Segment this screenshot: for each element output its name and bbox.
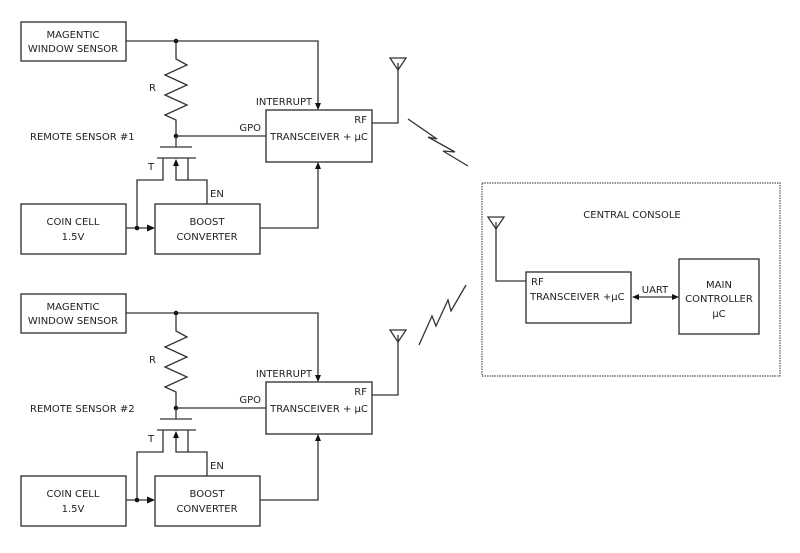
power-wire	[260, 168, 319, 229]
magnetic-sensor-line-1: MAGENTIC	[47, 302, 100, 313]
magnetic-sensor-line-2: WINDOW SENSOR	[28, 44, 118, 55]
uart-arrow-right-icon	[672, 294, 679, 300]
magnetic-sensor-box	[20, 21, 127, 62]
interrupt-label: INTERRUPT	[256, 369, 313, 380]
coin-cell-box	[20, 203, 127, 255]
power-arrow-icon	[315, 434, 321, 441]
interrupt-arrow-icon	[315, 375, 321, 382]
boost-line-1: BOOST	[190, 489, 226, 500]
power-wire	[260, 440, 319, 501]
coin-cell-line-1: COIN CELL	[47, 489, 100, 500]
boost-line-2: CONVERTER	[176, 504, 237, 515]
magnetic-sensor-line-1: MAGENTIC	[47, 30, 100, 41]
console-boundary	[481, 182, 781, 377]
antenna-wire	[372, 63, 399, 124]
enable-label: EN	[210, 461, 224, 472]
transceiver-box	[265, 381, 373, 435]
enable-label: EN	[210, 189, 224, 200]
uart-label: UART	[642, 285, 669, 296]
resistor-label: R	[149, 83, 156, 94]
interrupt-wire	[126, 312, 319, 376]
main-controller-line-1: MAIN	[706, 280, 732, 291]
rf-label: RF	[354, 115, 367, 126]
main-controller-box	[678, 258, 760, 335]
coin-cell-line-2: 1.5V	[62, 232, 85, 243]
supply-arrow-icon	[147, 224, 155, 232]
boost-converter-box	[154, 475, 261, 527]
antenna-wire	[372, 335, 399, 396]
antenna-icon	[388, 57, 408, 72]
boost-converter-box	[154, 203, 261, 255]
main-controller-line-2: CONTROLLER	[685, 294, 753, 305]
console-rf-label: RF	[531, 277, 544, 288]
main-controller-line-3: µC	[712, 309, 725, 320]
wireless-link-1-icon	[407, 118, 469, 167]
transistor-label: T	[147, 434, 155, 445]
transistor-icon	[136, 136, 208, 228]
remote-sensor-title: REMOTE SENSOR #1	[30, 132, 135, 143]
boost-line-1: BOOST	[190, 217, 226, 228]
power-arrow-icon	[315, 162, 321, 169]
interrupt-wire	[126, 40, 319, 104]
gpo-label: GPO	[239, 395, 261, 406]
wireless-link-2-icon	[418, 284, 467, 346]
transceiver-label: TRANSCEIVER + µC	[269, 132, 368, 143]
antenna-icon	[388, 329, 408, 344]
console-title: CENTRAL CONSOLE	[583, 210, 680, 221]
supply-arrow-icon	[147, 496, 155, 504]
console-antenna-icon	[486, 216, 526, 282]
coin-cell-line-2: 1.5V	[62, 504, 85, 515]
coin-cell-box	[20, 475, 127, 527]
coin-cell-line-1: COIN CELL	[47, 217, 100, 228]
uart-arrow-left-icon	[632, 294, 639, 300]
console-transceiver-box	[525, 271, 632, 324]
central-console: CENTRAL CONSOLE RF TRANSCEIVER +µC UART …	[481, 182, 781, 377]
interrupt-arrow-icon	[315, 103, 321, 110]
remote-sensor-title: REMOTE SENSOR #2	[30, 404, 135, 415]
resistor-label: R	[149, 355, 156, 366]
transistor-label: T	[147, 162, 155, 173]
transceiver-label: TRANSCEIVER + µC	[269, 404, 368, 415]
transistor-icon	[136, 408, 208, 500]
junction-dot	[134, 225, 140, 231]
transceiver-box	[265, 109, 373, 163]
resistor-icon	[163, 313, 189, 408]
magnetic-sensor-box	[20, 293, 127, 334]
resistor-icon	[163, 41, 189, 136]
console-transceiver-label: TRANSCEIVER +µC	[529, 292, 625, 303]
interrupt-label: INTERRUPT	[256, 97, 313, 108]
rf-label: RF	[354, 387, 367, 398]
gpo-label: GPO	[239, 123, 261, 134]
junction-dot	[134, 497, 140, 503]
boost-line-2: CONVERTER	[176, 232, 237, 243]
magnetic-sensor-line-2: WINDOW SENSOR	[28, 316, 118, 327]
